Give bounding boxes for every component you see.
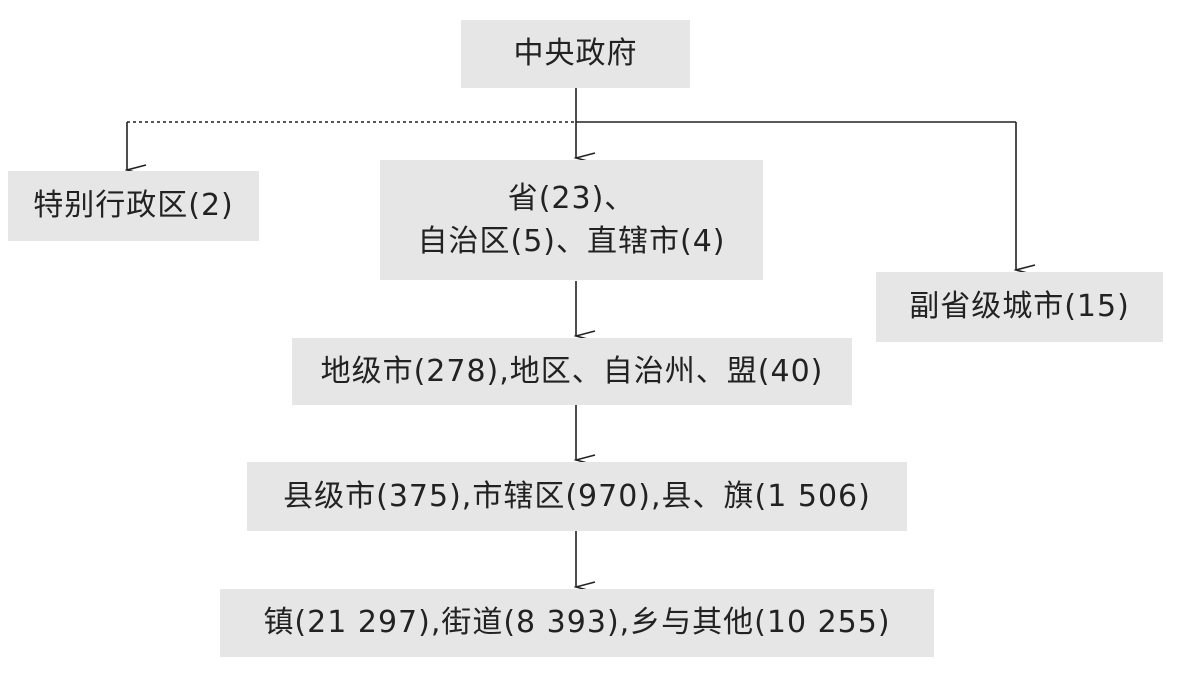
node-township-label: 镇(21 297),街道(8 393),乡与其他(10 255) [263, 605, 891, 641]
node-special-administrative-region: 特别行政区(2) [8, 171, 259, 241]
node-sub-provincial-city: 副省级城市(15) [876, 272, 1163, 342]
node-central-government: 中央政府 [461, 20, 690, 88]
node-prefecture-level: 地级市(278),地区、自治州、盟(40) [292, 338, 852, 405]
node-prefecture-label: 地级市(278),地区、自治州、盟(40) [320, 353, 824, 389]
node-central-government-label: 中央政府 [513, 36, 638, 72]
node-county-level: 县级市(375),市辖区(970),县、旗(1 506) [247, 462, 907, 531]
node-province-label-line2: 自治区(5)、直辖市(4) [417, 224, 726, 259]
node-province-label-line1: 省(23)、 [507, 180, 636, 216]
node-province-level: 省(23)、 自治区(5)、直辖市(4) [380, 160, 763, 280]
node-sar-label: 特别行政区(2) [33, 188, 234, 224]
node-county-label: 县级市(375),市辖区(970),县、旗(1 506) [283, 478, 871, 514]
node-sub-provincial-label: 副省级城市(15) [909, 289, 1130, 325]
node-township-level: 镇(21 297),街道(8 393),乡与其他(10 255) [220, 589, 934, 657]
